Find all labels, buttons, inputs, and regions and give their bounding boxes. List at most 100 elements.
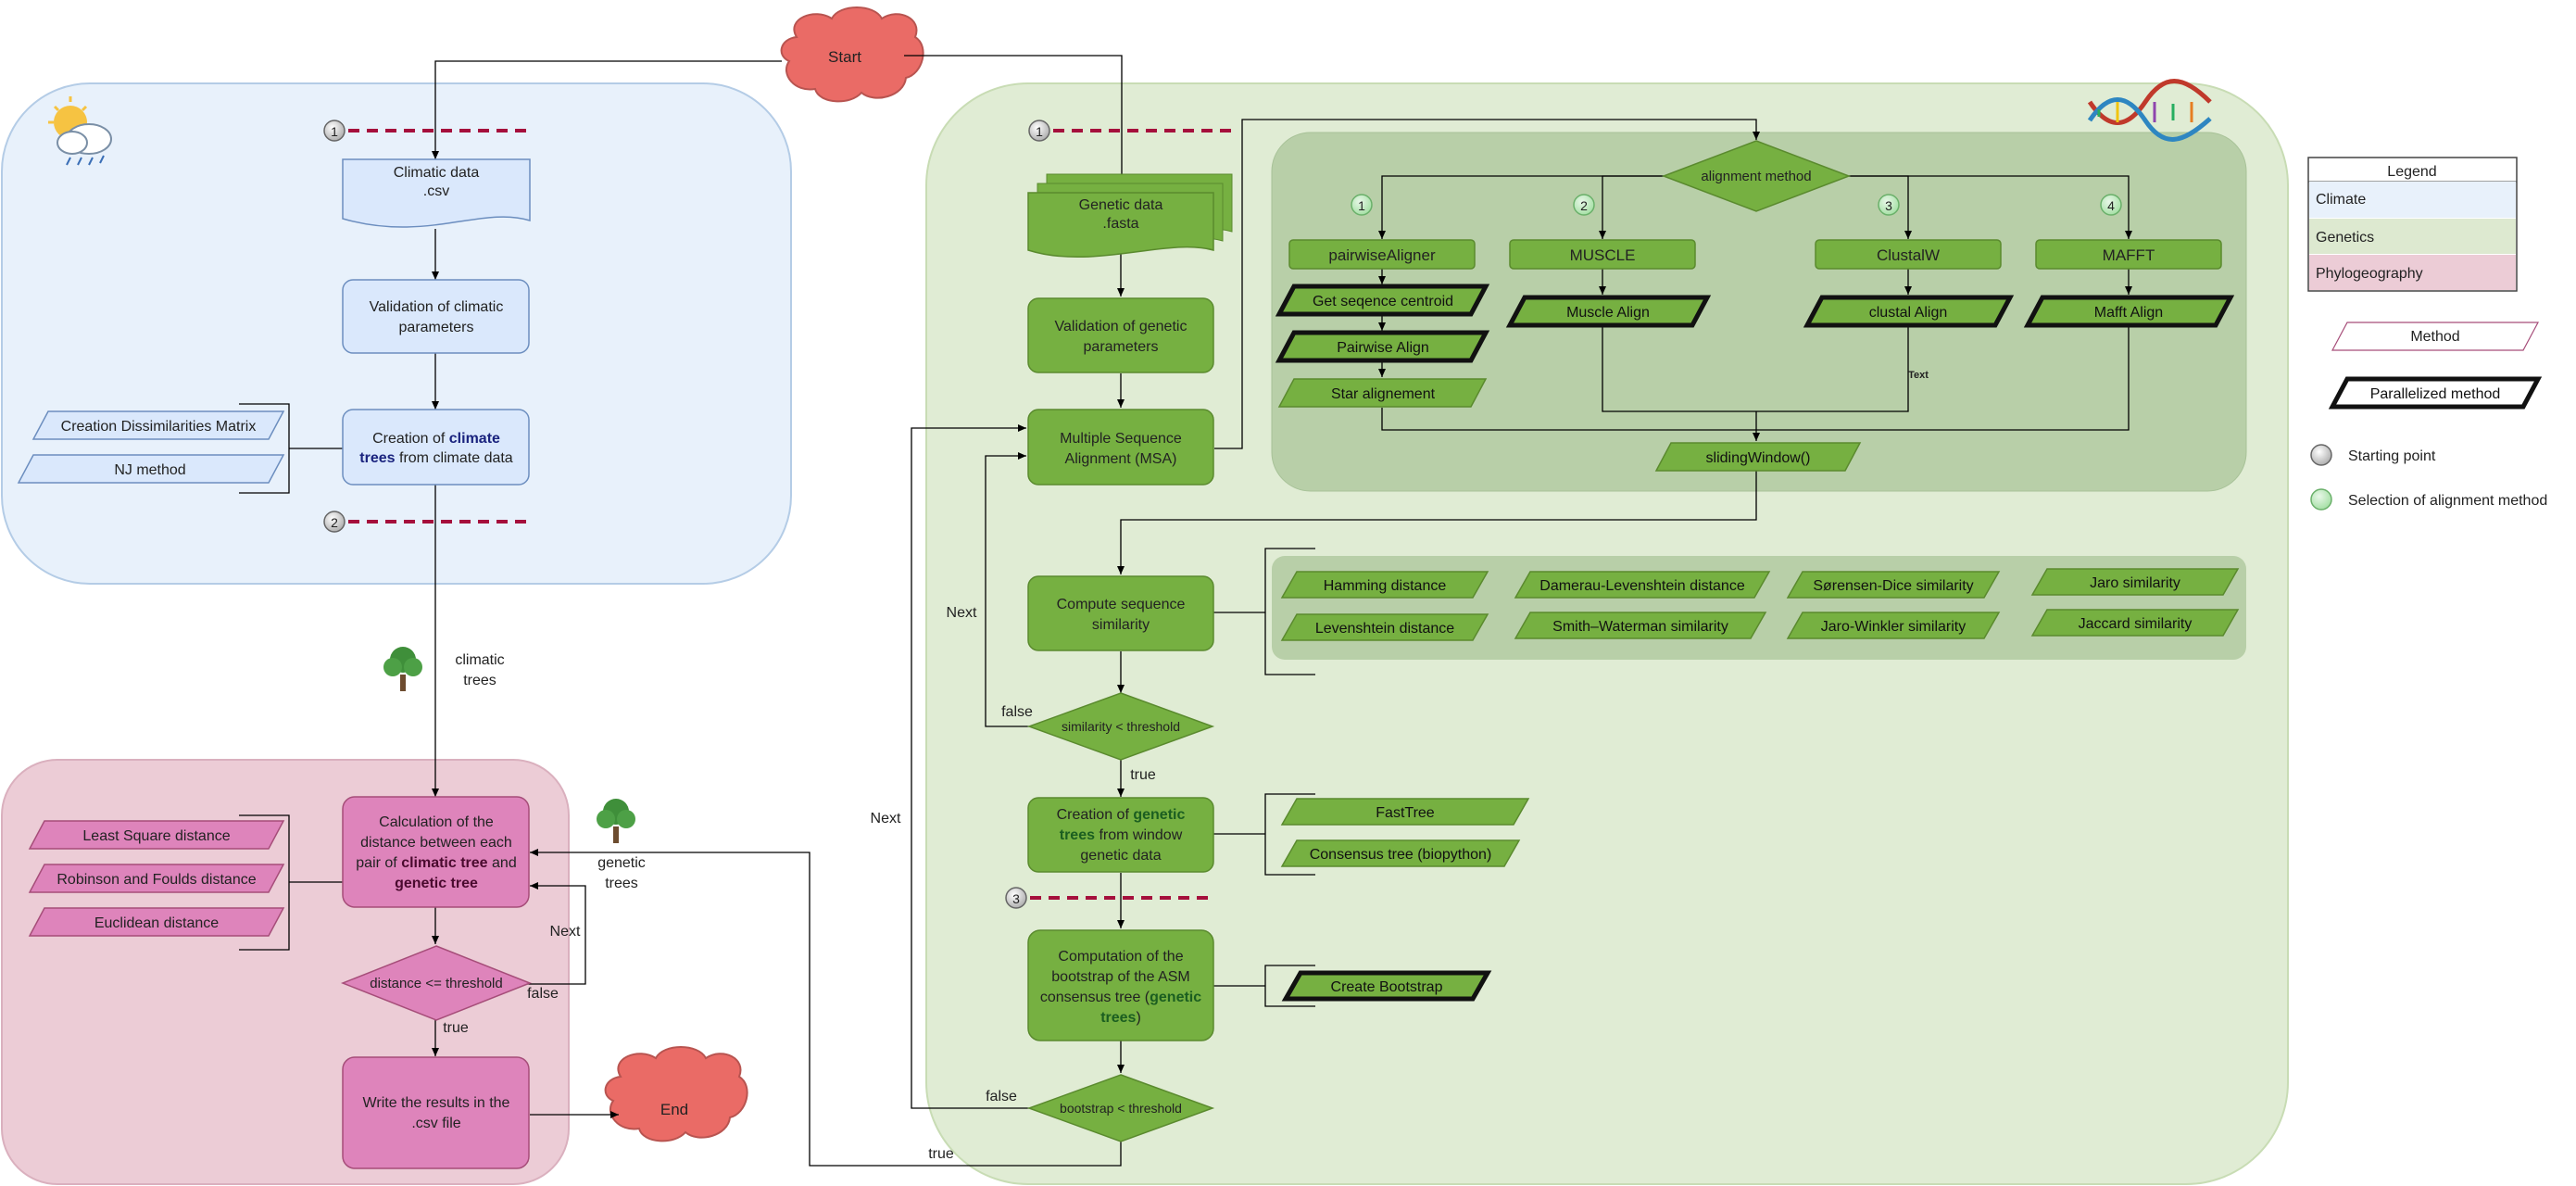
svg-text:4: 4 bbox=[2107, 198, 2115, 213]
climatic-data-label: Climatic data.csv bbox=[394, 165, 480, 199]
start-node: Start bbox=[780, 6, 924, 103]
legend-parallelized-label: Parallelized method bbox=[2370, 386, 2501, 402]
sim-levenshtein: Levenshtein distance bbox=[1280, 613, 1489, 641]
dna-helix-icon bbox=[2087, 79, 2212, 142]
svg-text:Smith–Waterman similarity: Smith–Waterman similarity bbox=[1552, 619, 1728, 635]
svg-text:1: 1 bbox=[1358, 198, 1365, 213]
svg-text:Pairwise Align: Pairwise Align bbox=[1337, 340, 1429, 356]
aligner-mafft: MAFFT bbox=[2035, 239, 2222, 270]
legend-method-shape bbox=[2331, 322, 2539, 351]
text-label: Text bbox=[1908, 370, 1929, 381]
svg-text:3: 3 bbox=[1885, 198, 1892, 213]
climate-trees-creation-node bbox=[342, 409, 530, 486]
legend-selection-label: Selection of alignment method bbox=[2348, 493, 2547, 509]
legend-method-label: Method bbox=[2410, 329, 2459, 345]
similarity-panel bbox=[1272, 556, 2246, 660]
svg-text:Jaro similarity: Jaro similarity bbox=[2090, 575, 2180, 591]
aligner-selection-2: 2 bbox=[1573, 194, 1595, 216]
tree-method-consensus: Consensus tree (biopython) bbox=[1280, 839, 1521, 867]
legend-phylogeography-label: Phylogeography bbox=[2316, 266, 2423, 282]
svg-text:Create Bootstrap: Create Bootstrap bbox=[1331, 979, 1443, 995]
bootstrap-line1: Computation of the bbox=[1058, 949, 1183, 965]
climatic-data-node bbox=[342, 158, 531, 228]
similarity-threshold-decision bbox=[1026, 692, 1215, 761]
svg-text:Jaccard similarity: Jaccard similarity bbox=[2079, 616, 2193, 632]
bootstrap-next-label: Next bbox=[871, 811, 901, 826]
legend-selection-icon bbox=[2310, 488, 2332, 511]
svg-text:ClustalW: ClustalW bbox=[1877, 246, 1940, 264]
bootstrap-true-label: true bbox=[928, 1146, 954, 1162]
genetic-creation-line3: genetic data bbox=[1080, 848, 1161, 864]
write-results-label: Write the results in the.csv file bbox=[363, 1095, 510, 1131]
compute-similarity-node bbox=[1027, 575, 1214, 651]
sim-jaro-winkler: Jaro-Winkler similarity bbox=[1786, 612, 2001, 639]
svg-text:Mafft Align: Mafft Align bbox=[2094, 305, 2163, 321]
svg-text:MAFFT: MAFFT bbox=[2103, 246, 2155, 264]
end-node: End bbox=[604, 1046, 748, 1142]
sim-hamming: Hamming distance bbox=[1280, 571, 1489, 599]
create-bootstrap-method: Create Bootstrap bbox=[1281, 970, 1492, 1002]
alignment-method-decision bbox=[1661, 140, 1852, 212]
step-mafft-align: Mafft Align bbox=[2023, 295, 2235, 328]
svg-text:Robinson and Foulds distance: Robinson and Foulds distance bbox=[57, 872, 256, 888]
aligner-selection-3: 3 bbox=[1878, 194, 1900, 216]
bootstrap-threshold-label: bootstrap < threshold bbox=[1060, 1101, 1182, 1116]
svg-text:MUSCLE: MUSCLE bbox=[1570, 246, 1636, 264]
climatic-validation-node bbox=[342, 279, 530, 354]
step-marker-3-genetics: 3 bbox=[1005, 887, 1213, 909]
sim-damerau-levenshtein: Damerau-Levenshtein distance bbox=[1514, 571, 1771, 599]
start-label: Start bbox=[828, 48, 861, 66]
climate-trees-creation-label: Creation of climate bbox=[372, 431, 500, 447]
msa-node bbox=[1027, 409, 1214, 486]
tree-icon-climatic bbox=[383, 647, 422, 691]
similarity-false-label: false bbox=[1001, 704, 1033, 720]
svg-text:NJ method: NJ method bbox=[114, 462, 185, 478]
legend-genetics-row bbox=[2309, 219, 2516, 254]
aligner-pairwise: pairwiseAligner bbox=[1288, 239, 1476, 270]
phylo-method-euclidean: Euclidean distance bbox=[28, 907, 285, 937]
legend-starting-point-icon bbox=[2310, 444, 2332, 466]
bootstrap-false-label: false bbox=[986, 1089, 1017, 1104]
distance-threshold-decision bbox=[340, 945, 533, 1021]
legend-starting-point-label: Starting point bbox=[2348, 448, 2436, 464]
aligner-selection-4: 4 bbox=[2100, 194, 2122, 216]
tree-method-fasttree: FastTree bbox=[1280, 798, 1530, 826]
bootstrap-line2: bootstrap of the ASM bbox=[1051, 969, 1189, 985]
phylo-false-label: false bbox=[527, 986, 559, 1002]
legend-phylogeography-row bbox=[2309, 255, 2516, 290]
step-star-alignment: Star alignement bbox=[1277, 378, 1488, 408]
legend: Legend Climate Genetics Phylogeography M… bbox=[2307, 157, 2547, 511]
svg-text:Levenshtein distance: Levenshtein distance bbox=[1315, 621, 1454, 637]
svg-text:Get seqence centroid: Get seqence centroid bbox=[1313, 294, 1453, 309]
distance-calc-line1: Calculation of the bbox=[379, 814, 494, 830]
svg-text:Consensus tree (biopython): Consensus tree (biopython) bbox=[1310, 847, 1492, 863]
sim-jaro: Jaro similarity bbox=[2030, 568, 2240, 596]
svg-text:clustal Align: clustal Align bbox=[1869, 305, 1948, 321]
aligner-selection-1: 1 bbox=[1351, 194, 1373, 216]
legend-parallelized-shape bbox=[2328, 376, 2543, 410]
legend-climate-row bbox=[2309, 182, 2516, 218]
distance-calculation-node bbox=[342, 796, 530, 908]
step-get-sequence-centroid: Get seqence centroid bbox=[1275, 284, 1490, 317]
genetic-data-label: Genetic data.fasta bbox=[1079, 197, 1163, 232]
step-marker-1-genetics: 1 bbox=[1028, 120, 1235, 142]
sim-jaccard: Jaccard similarity bbox=[2030, 609, 2240, 637]
aligner-clustalw: ClustalW bbox=[1815, 239, 2002, 270]
svg-text:Sørensen-Dice similarity: Sørensen-Dice similarity bbox=[1813, 578, 1973, 594]
svg-text:pairwiseAligner: pairwiseAligner bbox=[1328, 246, 1436, 264]
climate-method-nj: NJ method bbox=[17, 454, 285, 484]
distance-threshold-label: distance <= threshold bbox=[370, 976, 502, 991]
phylo-true-label: true bbox=[443, 1020, 469, 1036]
step-pairwise-align: Pairwise Align bbox=[1275, 330, 1490, 363]
distance-calc-line4: genetic tree bbox=[395, 876, 478, 891]
genetic-creation-line2: trees from window bbox=[1060, 827, 1183, 843]
climate-method-creation-dissimilarities: Creation Dissimilarities Matrix bbox=[31, 410, 285, 440]
svg-text:Hamming distance: Hamming distance bbox=[1324, 578, 1447, 594]
svg-text:Jaro-Winkler similarity: Jaro-Winkler similarity bbox=[1821, 619, 1966, 635]
